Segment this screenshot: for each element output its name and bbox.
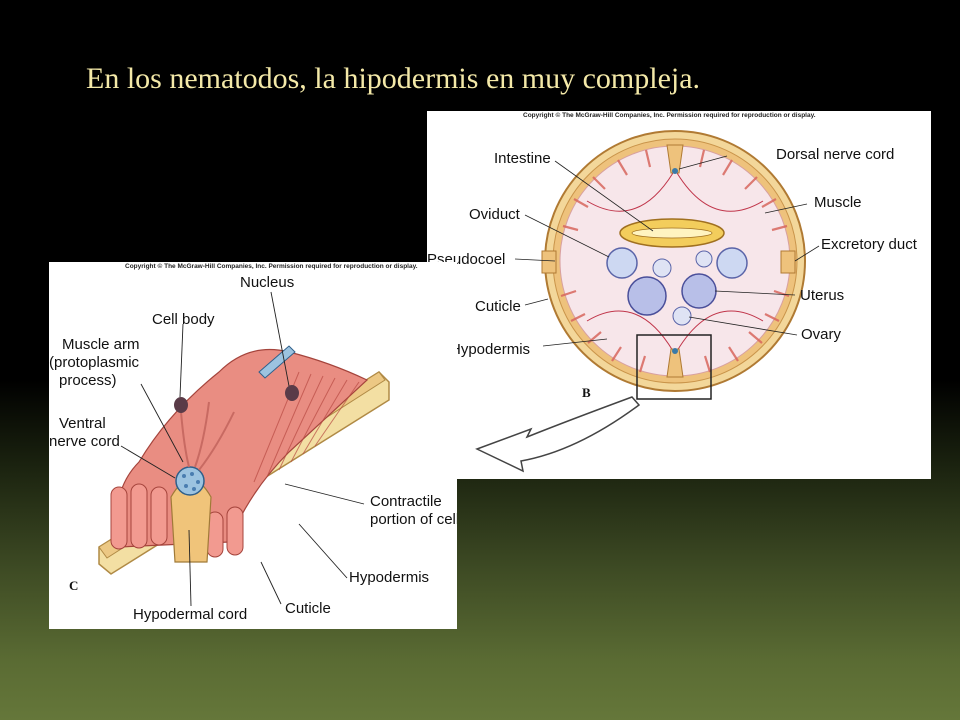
lateral-cord-left [541,250,557,274]
label-muscle-arm-1: Muscle arm [62,336,140,353]
label-contractile-2: portion of cell [370,511,457,528]
nerve-process [258,345,296,379]
label-excretory-duct: Excretory duct [821,236,918,253]
label-hypodermis: Hypodermis [450,341,530,358]
label-contractile-1: Contractile [370,493,442,510]
label-cuticle: Cuticle [285,600,331,617]
ventral-nerve [672,348,678,354]
detail-arrow [475,396,641,473]
figure-b-cross-section: Copyright © The McGraw-Hill Companies, I… [427,111,931,479]
figure-b-copyright: Copyright © The McGraw-Hill Companies, I… [523,112,816,119]
oviduct-section [606,247,638,279]
muscle-bundles [110,483,244,558]
slide-title: En los nematodos, la hipodermis en muy c… [86,62,701,95]
detail-box [636,334,712,400]
ovary [672,306,692,326]
label-dorsal-nerve-cord: Dorsal nerve cord [776,146,894,163]
label-hypodermis: Hypodermis [349,569,429,586]
panel-letter-b: B [582,385,591,400]
label-nucleus: Nucleus [240,274,294,291]
label-intestine: Intestine [494,150,551,167]
label-cuticle: Cuticle [475,298,521,315]
uterus-right [681,273,717,309]
dorsal-nerve [672,168,678,174]
label-ovary: Ovary [801,326,842,343]
nucleus [285,385,299,401]
label-cell-body: Cell body [152,311,215,328]
ovary-small [652,258,672,278]
label-uterus: Uterus [800,287,844,304]
dorsal-cord [666,144,684,174]
label-muscle-arm-3: process) [59,372,117,389]
panel-letter-c: C [69,578,78,593]
cell-body-nucleus [174,397,188,413]
uterus-left [627,276,667,316]
ventral-nerve-cord [175,466,205,496]
label-ventral-1: Ventral [59,415,106,432]
muscle-band [560,146,790,373]
label-ventral-2: nerve cord [49,433,120,450]
lateral-cord-right [780,250,796,274]
label-oviduct: Oviduct [469,206,521,223]
figure-c-hypodermis-detail: Copyright © The McGraw-Hill Companies, I… [49,262,457,629]
label-hypodermal-cord: Hypodermal cord [133,606,247,623]
label-muscle-arm-2: (protoplasmic [49,354,140,371]
figure-c-diagram: Nucleus Cell body Muscle arm (protoplasm… [49,274,457,623]
pseudocoel-area [559,145,791,377]
label-muscle: Muscle [814,194,862,211]
oviduct-section-right [716,247,748,279]
figure-b-diagram: Intestine Dorsal nerve cord Oviduct Musc… [427,130,918,473]
ventral-cord [666,348,684,378]
figure-c-copyright: Copyright © The McGraw-Hill Companies, I… [125,263,418,270]
muscle-arm [180,401,235,471]
muscle-arms [586,172,764,352]
